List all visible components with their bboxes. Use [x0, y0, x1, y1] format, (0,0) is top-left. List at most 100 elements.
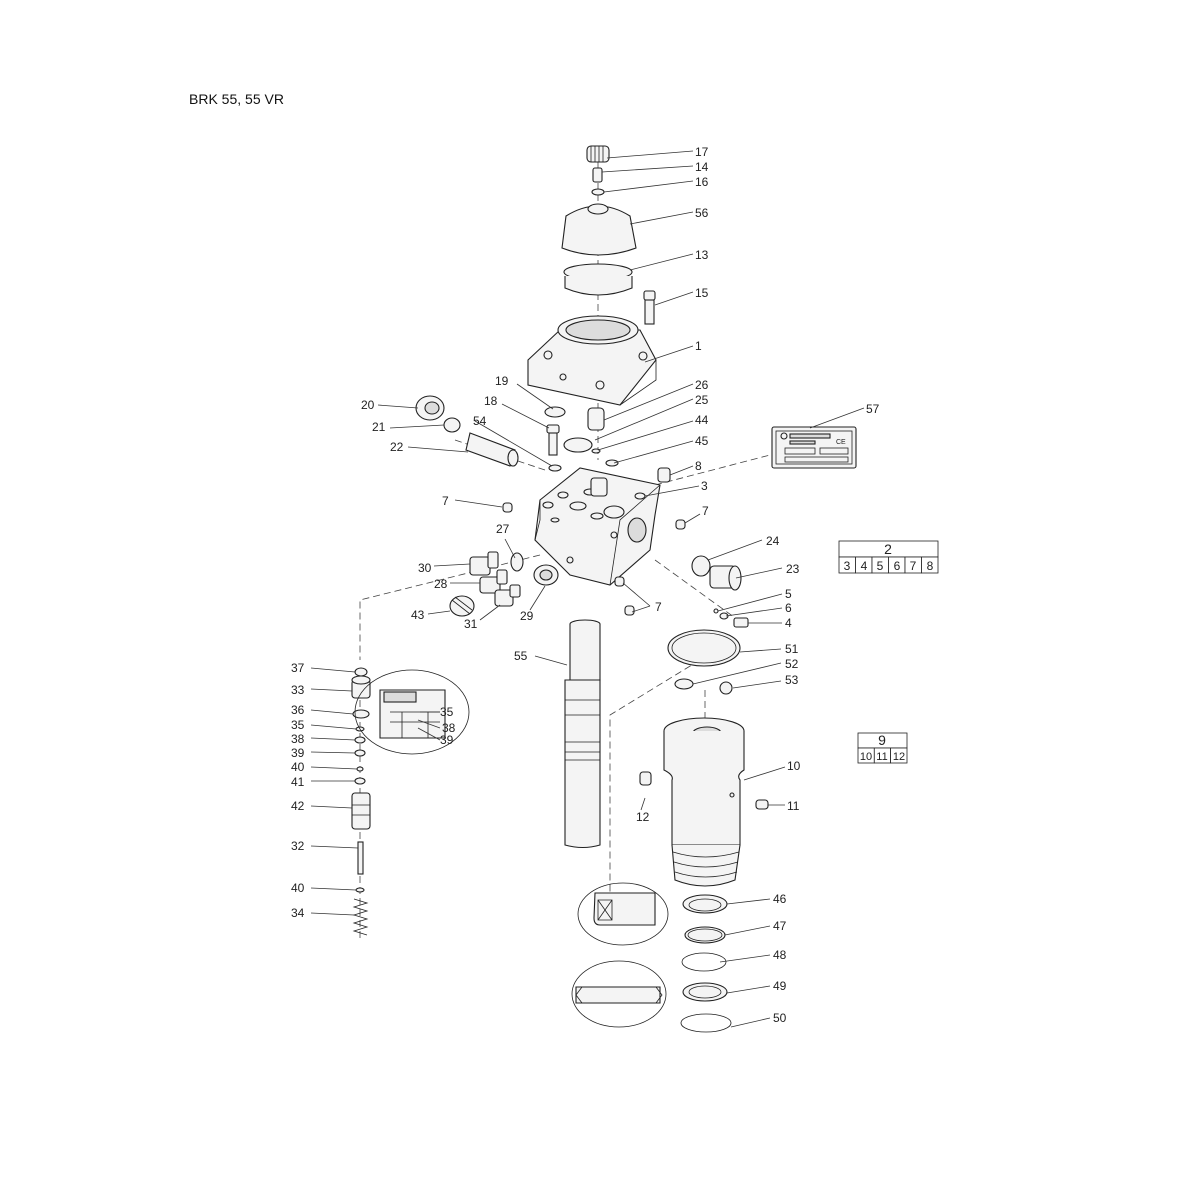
- callout-40-b: 40: [291, 881, 305, 895]
- part-48-circlip: [681, 952, 727, 972]
- callout-22: 22: [390, 440, 404, 454]
- part-3-valve-body: [534, 467, 661, 586]
- kit-2-header: 2: [884, 541, 892, 557]
- callout-24: 24: [766, 534, 780, 548]
- part-42-valve: [351, 792, 371, 830]
- callout-43: 43: [411, 608, 425, 622]
- callout-38-b: 38: [442, 721, 456, 735]
- callout-11: 11: [787, 799, 800, 813]
- ce-mark: CE: [836, 439, 846, 446]
- part-31-fitting: [494, 584, 521, 607]
- callout-40-a: 40: [291, 760, 305, 774]
- callout-36: 36: [291, 703, 305, 717]
- callout-18: 18: [484, 394, 498, 408]
- part-52-seal: [674, 678, 694, 690]
- kit-9-header: 9: [878, 732, 886, 748]
- callout-25: 25: [695, 393, 709, 407]
- callout-50: 50: [773, 1011, 787, 1025]
- callout-7-a: 7: [442, 494, 449, 508]
- kit-9-cell: 12: [893, 751, 905, 763]
- callout-7-b: 7: [702, 504, 709, 518]
- part-17-knob: [586, 145, 610, 163]
- callout-20: 20: [361, 398, 375, 412]
- part-22-valve: [465, 432, 519, 467]
- kit-table-2: 2 3 4 5 6 7 8: [838, 540, 939, 574]
- part-28-fitting: [479, 569, 508, 594]
- part-49-seal-ring: [682, 982, 728, 1002]
- part-13-diaphragm: [563, 263, 633, 296]
- part-34-spring: [352, 898, 369, 936]
- part-7-plugs: [502, 502, 686, 616]
- callout-15: 15: [695, 286, 709, 300]
- kit-2-cell: 8: [927, 559, 934, 573]
- seal-detail-upper: [577, 882, 669, 946]
- part-37-cap: [354, 667, 368, 677]
- part-40b-ring: [355, 887, 365, 893]
- part-11-plug: [755, 799, 769, 810]
- kit-2-cell: 7: [910, 559, 917, 573]
- callout-29: 29: [520, 609, 534, 623]
- callout-12: 12: [636, 810, 650, 824]
- part-20-fitting: [415, 395, 445, 421]
- part-21-seal: [443, 417, 461, 433]
- callout-21: 21: [372, 420, 386, 434]
- part-57-label-plate: CE: [771, 426, 857, 469]
- callout-35-a: 35: [291, 718, 305, 732]
- part-12-plug: [639, 771, 652, 786]
- callout-10: 10: [787, 759, 801, 773]
- part-45-washer: [605, 459, 619, 467]
- callout-30: 30: [418, 561, 432, 575]
- callout-48: 48: [773, 948, 787, 962]
- callout-7-c: 7: [655, 600, 662, 614]
- callout-45: 45: [695, 434, 709, 448]
- part-41-ring: [354, 777, 366, 785]
- callout-41: 41: [291, 775, 305, 789]
- callout-56: 56: [695, 206, 709, 220]
- leader-lines: [310, 150, 865, 1028]
- part-29-fitting: [533, 564, 559, 586]
- callout-3: 3: [701, 479, 708, 493]
- part-4-screw: [733, 617, 749, 628]
- callout-52: 52: [785, 657, 799, 671]
- part-18-screw: [546, 424, 560, 456]
- part-53-plug: [719, 681, 733, 695]
- part-19-oring: [544, 406, 566, 418]
- callout-55: 55: [514, 649, 528, 663]
- kit-2-cell: 4: [861, 559, 868, 573]
- callout-39-a: 39: [291, 746, 305, 760]
- kit-2-cell: 3: [844, 559, 851, 573]
- callout-14: 14: [695, 160, 709, 174]
- page-title: BRK 55, 55 VR: [189, 91, 284, 107]
- callout-53: 53: [785, 673, 799, 687]
- callout-34: 34: [291, 906, 305, 920]
- callout-46: 46: [773, 892, 787, 906]
- part-47-ring: [684, 926, 726, 944]
- callout-23: 23: [786, 562, 800, 576]
- callout-37: 37: [291, 661, 305, 675]
- callout-35-b: 35: [440, 705, 454, 719]
- kit-table-9: 9 10 11 12: [857, 732, 908, 764]
- part-43-cap: [449, 595, 475, 617]
- callout-27: 27: [496, 522, 510, 536]
- callout-47: 47: [773, 919, 787, 933]
- part-54-ring: [548, 464, 562, 472]
- callout-1: 1: [695, 339, 702, 353]
- kit-2-cell: 5: [877, 559, 884, 573]
- callout-31: 31: [464, 617, 478, 631]
- callout-49: 49: [773, 979, 787, 993]
- callout-42: 42: [291, 799, 305, 813]
- kit-9-cell: 11: [876, 751, 887, 763]
- kit-9-cell: 10: [860, 751, 872, 763]
- callout-54: 54: [473, 414, 487, 428]
- part-26-insert: [587, 407, 605, 431]
- part-38-ring: [354, 736, 366, 744]
- part-30-fitting: [469, 551, 499, 576]
- callout-51: 51: [785, 642, 799, 656]
- callout-19: 19: [495, 374, 509, 388]
- part-39-ring: [354, 749, 366, 757]
- part-5-pin: [713, 608, 719, 614]
- valve-detail-circle: [354, 669, 470, 755]
- part-27-oring: [510, 552, 524, 572]
- callout-39-b: 39: [440, 733, 454, 747]
